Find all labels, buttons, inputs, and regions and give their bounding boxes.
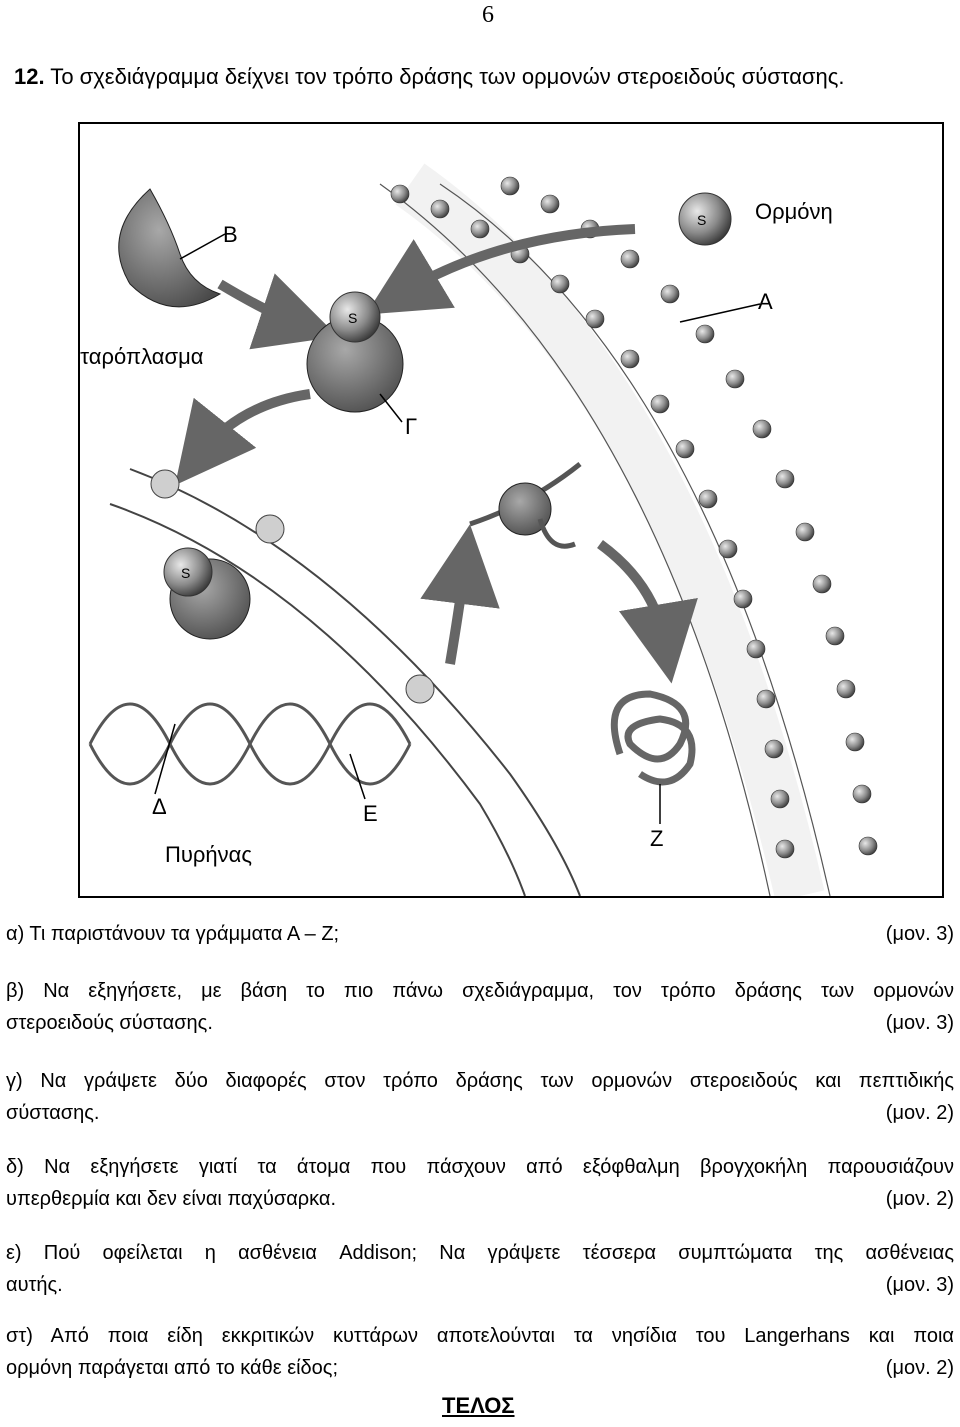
end-text: ΤΕΛΟΣ [442, 1393, 515, 1418]
synthesized-protein [610, 690, 696, 786]
question-c-text-1: γ) Να γράψετε δύο διαφορές στον τρόπο δρ… [6, 1070, 954, 1092]
question-c-marks: (μον. 2) [885, 1102, 954, 1124]
steroid-hormone-diagram: S Ορμόνη Α Β S Γ Κυτταρόπλασμα [78, 122, 944, 898]
question-a-text: α) Τι παριστάνουν τα γράμματα Α – Ζ; [6, 923, 340, 945]
question-a: α) Τι παριστάνουν τα γράμματα Α – Ζ; (μον… [6, 918, 954, 950]
question-b-text-2: στεροειδούς σύστασης. [6, 1012, 213, 1034]
nucleus-s-label: S [181, 565, 190, 581]
question-a-marks: (μον. 3) [885, 923, 954, 945]
question-f-text-1: στ) Από ποια είδη εκκριτικών κυττάρων απ… [6, 1325, 954, 1347]
hormone-molecule [678, 192, 732, 246]
question-f-marks: (μον. 2) [885, 1357, 954, 1379]
question-e-text-1: ε) Πού οφείλεται η ασθένεια Addison; Να … [6, 1242, 954, 1264]
nuclear-envelope [109, 468, 581, 896]
question-number: 12. [14, 64, 45, 89]
ribosome [498, 482, 552, 536]
question-heading: 12. Το σχεδιάγραμμα δείχνει τον τρόπο δρ… [14, 64, 844, 90]
question-f: στ) Από ποια είδη εκκριτικών κυττάρων απ… [6, 1320, 954, 1384]
dna-helix [88, 702, 412, 786]
label-a: Α [758, 289, 773, 314]
label-b: Β [223, 222, 238, 247]
question-b: β) Να εξηγήσετε, με βάση το πιο πάνω σχε… [6, 975, 954, 1039]
question-b-text-1: β) Να εξηγήσετε, με βάση το πιο πάνω σχε… [6, 980, 954, 1002]
question-e: ε) Πού οφείλεται η ασθένεια Addison; Να … [6, 1237, 954, 1301]
question-c-text-2: σύστασης. [6, 1102, 100, 1124]
question-b-marks: (μον. 3) [885, 1012, 954, 1034]
question-c: γ) Να γράψετε δύο διαφορές στον τρόπο δρ… [6, 1065, 954, 1129]
question-title: Το σχεδιάγραμμα δείχνει τον τρόπο δράσης… [44, 64, 845, 89]
label-cytoplasm: Κυτταρόπλασμα [80, 344, 204, 369]
label-hormone: Ορμόνη [755, 199, 833, 224]
label-z: Ζ [650, 826, 663, 851]
label-c: Γ [405, 414, 417, 439]
label-e: Ε [363, 801, 378, 826]
question-d-marks: (μον. 2) [885, 1188, 954, 1210]
question-f-text-2: ορμόνη παράγεται από το κάθε είδος; [6, 1357, 339, 1379]
hormone-s-label: S [697, 212, 706, 228]
question-d-text-1: δ) Να εξηγήσετε γιατί τα άτομα που πάσχο… [6, 1156, 954, 1178]
question-e-text-2: αυτής. [6, 1274, 63, 1296]
receptor-b [118, 188, 222, 308]
page-number: 6 [482, 2, 494, 28]
label-d: Δ [152, 794, 167, 819]
membrane-heads-outer [390, 184, 795, 859]
question-d: δ) Να εξηγήσετε γιατί τα άτομα που πάσχο… [6, 1151, 954, 1215]
complex-s-label: S [348, 310, 357, 326]
question-e-marks: (μον. 3) [885, 1274, 954, 1296]
label-nucleus: Πυρήνας [165, 842, 252, 867]
question-d-text-2: υπερθερμία και δεν είναι παχύσαρκα. [6, 1188, 337, 1210]
